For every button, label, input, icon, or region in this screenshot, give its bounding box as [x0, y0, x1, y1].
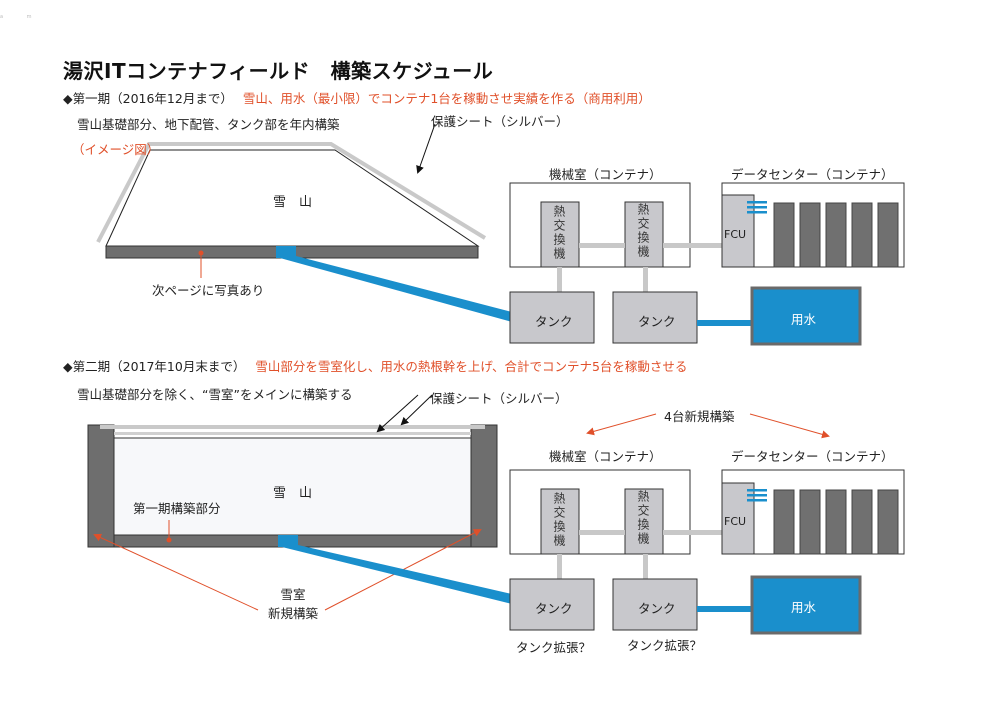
server-rack: [773, 202, 795, 268]
phase2-goal: 雪山部分を雪室化し、用水の熱根幹を上げ、合計でコンテナ5台を稼動させる: [255, 359, 688, 374]
phase1-snow-mountain: [96, 142, 487, 259]
phase2-sheet-inner: [114, 432, 471, 435]
phase1-pipe-inlet: [276, 246, 296, 258]
phase2-pipe-hx1-tank: [557, 554, 562, 579]
phase1-heat-exchanger-1-label: 熱交換機: [552, 205, 566, 261]
phase2-left-wall: [87, 424, 115, 548]
phase2-tank-1: [509, 578, 595, 631]
phase1-heat-exchanger-2-label: 熱交換機: [636, 203, 650, 259]
phase1-tank-1-label: タンク: [535, 314, 573, 329]
server-rack: [773, 489, 795, 555]
phase2-heat-exchanger-1: [540, 488, 580, 555]
server-rack: [825, 489, 847, 555]
phase1-datacenter-label: データセンター（コンテナ）: [731, 167, 894, 182]
phase1-tank-1: [509, 291, 595, 344]
phase1-pipe-hx2-tank: [643, 267, 648, 292]
phase2-right-wall: [470, 424, 498, 548]
phase2-pipe-tank-water: [697, 606, 755, 612]
phase2-pipe-hx-fcu: [663, 530, 723, 535]
server-rack: [799, 202, 821, 268]
phase2-tank-2-label: タンク: [638, 601, 676, 616]
phase1-heat-exchanger-1: [540, 201, 580, 268]
server-rack: [851, 489, 873, 555]
server-rack: [877, 489, 899, 555]
phase2-sheet-label: 保護シート（シルバー）: [430, 391, 568, 406]
phase2-new-containers-pointer-right: [749, 413, 830, 439]
scan-mark: m: [26, 14, 32, 20]
phase2-sheet-pointer-1: [376, 394, 419, 433]
phase2-tank-1-label: タンク: [535, 601, 573, 616]
phase1-snow-label: 雪 山: [273, 195, 313, 210]
phase2-snow-label: 雪 山: [273, 486, 313, 501]
phase2-note: 雪山基礎部分を除く、“雪室”をメインに構築する: [77, 387, 353, 402]
server-rack: [799, 489, 821, 555]
phase1-heat-exchanger-2: [624, 201, 664, 268]
scan-marks: a m: [0, 14, 32, 20]
phase2-phase1-part-dot: [166, 537, 172, 543]
phase1-server-racks: [773, 202, 899, 268]
phase2-fcu-label: FCU: [724, 515, 747, 528]
phase1-note: 雪山基礎部分、地下配管、タンク部を年内構築: [77, 117, 340, 132]
phase2-water-supply: [750, 575, 862, 635]
phase2-snow-room-pointer-left: [93, 533, 259, 611]
phase2-underground-pipe: [282, 545, 512, 604]
phase1-tank-2-label: タンク: [638, 314, 676, 329]
phase2-protective-sheet: [100, 425, 485, 429]
phase2-pipe-hx-link: [579, 530, 625, 535]
phase2-heat-exchanger-2: [624, 488, 664, 555]
server-rack: [825, 202, 847, 268]
phase1-fcu-label: FCU: [724, 228, 747, 241]
phase2-tank-2: [612, 578, 698, 631]
phase2-fcu-vent: [747, 489, 767, 502]
phase1-water-supply: [750, 286, 862, 346]
phase1-goal: 雪山、用水（最小限）でコンテナ1台を稼動させ実績を作る（商用利用）: [242, 91, 651, 106]
phase2-heat-exchanger-2-label: 熱交換機: [636, 490, 650, 546]
phase2-new-containers-label: 4台新規構築: [664, 409, 735, 424]
phase2-snow-room-label-line1: 雪室: [280, 587, 306, 602]
phase2-snow-room-label: 雪室 新規構築: [258, 584, 328, 622]
phase2-server-racks: [773, 489, 899, 555]
phase2-phase1-part-label: 第一期構築部分: [133, 501, 221, 516]
phase1-pipe-tank-water: [697, 320, 755, 326]
phase2-heat-exchanger-1-label: 熱交換機: [552, 492, 566, 548]
phase2-heading: ◆第二期（2017年10月末まで）: [63, 359, 246, 374]
scan-mark: a: [0, 14, 4, 20]
phase2-header: ◆第二期（2017年10月末まで） 雪山部分を雪室化し、用水の熱根幹を上げ、合計で…: [63, 356, 687, 375]
phase1-fcu-vent: [747, 201, 767, 214]
phase1-photo-note: 次ページに写真あり: [152, 283, 265, 298]
phase2-pipe-inlet: [278, 535, 298, 547]
server-rack: [851, 202, 873, 268]
phase2-tank-2-expansion: タンク拡張？: [627, 638, 703, 653]
phase1-protective-sheet: [96, 142, 487, 243]
phase2-water-label: 用水: [791, 600, 817, 615]
phase1-pipe-hx-link: [579, 243, 625, 248]
server-rack: [877, 202, 899, 268]
page-title: 湯沢ITコンテナフィールド 構築スケジュール: [63, 59, 494, 83]
phase1-image-label: （イメージ図）: [72, 142, 160, 157]
phase1-sheet-label: 保護シート（シルバー）: [431, 114, 569, 129]
phase1-machine-room-label: 機械室（コンテナ）: [549, 167, 662, 182]
phase1-water-label: 用水: [791, 312, 817, 327]
phase2-new-containers-pointer-left: [586, 413, 657, 436]
phase2-snow-room-label-line2: 新規構築: [267, 606, 318, 621]
phase1-underground-pipe: [280, 256, 512, 322]
phase1-sheet-pointer: [416, 123, 436, 174]
phase2-snow-body: [113, 437, 472, 536]
phase1-pipe-hx1-tank: [557, 267, 562, 292]
phase1-heading: ◆第一期（2016年12月まで）: [63, 91, 233, 106]
phase1-pipe-hx-fcu: [663, 243, 723, 248]
phase1-header: ◆第一期（2016年12月まで） 雪山、用水（最小限）でコンテナ1台を稼動させ実績…: [63, 88, 651, 107]
phase2-datacenter-label: データセンター（コンテナ）: [731, 449, 894, 464]
phase2-pipe-hx2-tank: [643, 554, 648, 579]
phase2-tank-1-expansion: タンク拡張？: [516, 640, 592, 655]
phase2-sheet-pointer-2: [400, 394, 433, 426]
phase1-tank-2: [612, 291, 698, 344]
phase2-snow-room: [87, 424, 498, 548]
phase1-photo-dot: [198, 250, 204, 256]
phase2-machine-room-label: 機械室（コンテナ）: [549, 449, 662, 464]
